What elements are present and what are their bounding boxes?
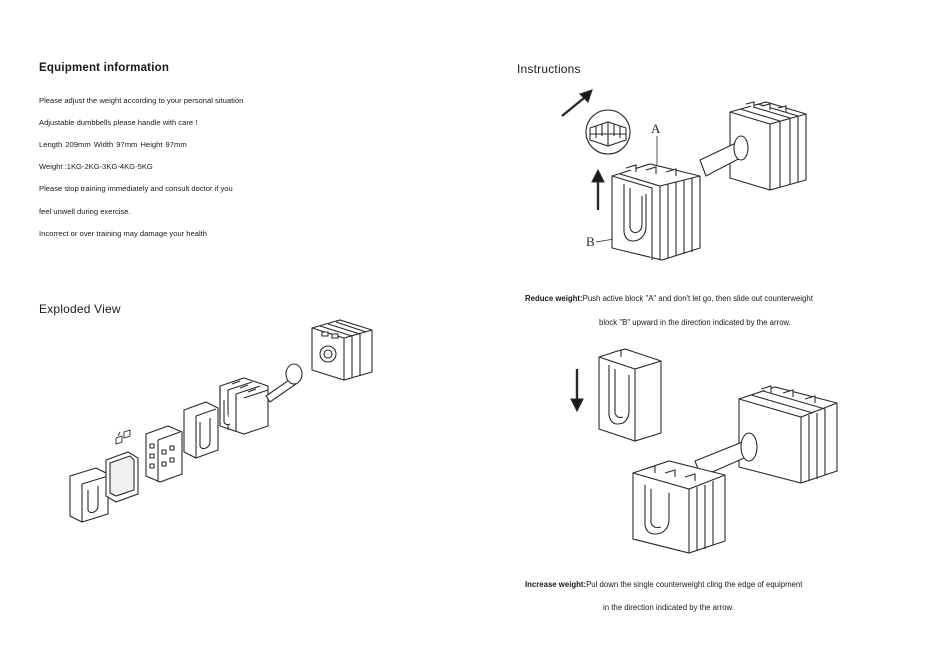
handle-bar xyxy=(700,136,748,176)
handle-bar xyxy=(266,364,302,402)
end-plate xyxy=(70,468,108,522)
info-line: Adjustable dumbbells please handle with … xyxy=(39,118,198,127)
increase-weight-caption: Increase weight:Pul down the single coun… xyxy=(525,580,802,589)
info-line: Incorrect or over training may damage yo… xyxy=(39,229,207,238)
exploded-view-heading: Exploded View xyxy=(39,302,121,316)
end-cube xyxy=(312,320,372,380)
reduce-weight-diagram: A B xyxy=(550,84,890,264)
info-line: Please adjust the weight according to yo… xyxy=(39,96,244,105)
label-b: B xyxy=(586,234,595,249)
near-plate-stack xyxy=(633,461,725,553)
square-pad xyxy=(106,452,138,502)
screws xyxy=(116,430,130,444)
equipment-info-heading: Equipment information xyxy=(39,62,170,74)
exploded-view-diagram xyxy=(60,318,390,538)
increase-weight-diagram xyxy=(565,345,885,565)
reduce-weight-caption: Reduce weight:Push active block "A" and … xyxy=(525,294,813,303)
label-a: A xyxy=(651,121,661,136)
diagonal-arrow-icon xyxy=(562,90,592,116)
increase-weight-text-1: Pul down the single counterweight cling … xyxy=(586,580,803,589)
info-line: feel unwell during exercise. xyxy=(39,207,131,216)
reduce-weight-caption-2: block "B" upward in the direction indica… xyxy=(599,318,791,327)
lock-block xyxy=(146,426,182,482)
info-line: Length 209mm Width 97mm Height 97mm xyxy=(39,140,187,149)
zoom-detail xyxy=(586,110,630,154)
increase-weight-label: Increase weight: xyxy=(525,580,587,589)
near-plate-stack xyxy=(612,164,700,260)
single-plate xyxy=(184,402,218,458)
far-end-cube xyxy=(730,102,806,190)
increase-weight-caption-2: in the direction indicated by the arrow. xyxy=(603,603,734,612)
far-end-cube xyxy=(739,386,837,483)
reduce-weight-text-1: Push active block "A" and don't let go, … xyxy=(582,294,813,303)
info-line: Weight :1KG-2KG-3KG-4KG-5KG xyxy=(39,162,153,171)
single-counterweight xyxy=(599,349,661,441)
down-arrow-icon xyxy=(571,369,583,411)
reduce-weight-label: Reduce weight: xyxy=(525,294,583,303)
plate-stack xyxy=(220,378,268,434)
info-line: Please stop training immediately and con… xyxy=(39,184,233,193)
instructions-heading: Instructions xyxy=(517,62,581,76)
up-arrow-icon xyxy=(592,170,604,210)
